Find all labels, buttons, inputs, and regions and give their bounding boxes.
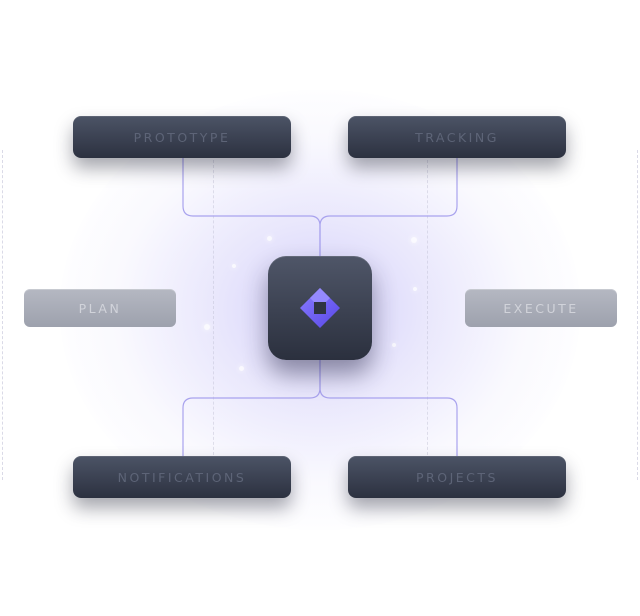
node-tracking[interactable]: TRACKING [348,116,566,158]
diamond-logo-icon [300,288,340,328]
sparkle-dot [239,366,244,371]
edge-hub-prototype [182,158,321,256]
sparkle-dot [413,287,417,291]
edge-hub-tracking [319,158,458,256]
node-execute[interactable]: EXECUTE [465,289,617,327]
left-edge-guide [2,150,3,480]
sparkle-dot [204,324,210,330]
node-notifications[interactable]: NOTIFICATIONS [73,456,291,498]
right-frame-guide [427,160,428,460]
node-label: PROJECTS [416,469,498,485]
sparkle-dot [267,236,272,241]
edge-hub-notifications [182,360,321,458]
node-label: EXECUTE [503,300,579,316]
node-label: PLAN [78,300,122,316]
sparkle-dot [232,264,236,268]
right-edge-guide [637,150,638,480]
node-label: NOTIFICATIONS [117,469,247,485]
edge-hub-projects [319,360,458,458]
sparkle-dot [411,237,417,243]
hub-node[interactable] [268,256,372,360]
node-plan[interactable]: PLAN [24,289,176,327]
node-label: TRACKING [415,129,499,145]
node-label: PROTOTYPE [133,129,231,145]
node-prototype[interactable]: PROTOTYPE [73,116,291,158]
node-projects[interactable]: PROJECTS [348,456,566,498]
sparkle-dot [392,343,396,347]
left-frame-guide [213,160,214,460]
